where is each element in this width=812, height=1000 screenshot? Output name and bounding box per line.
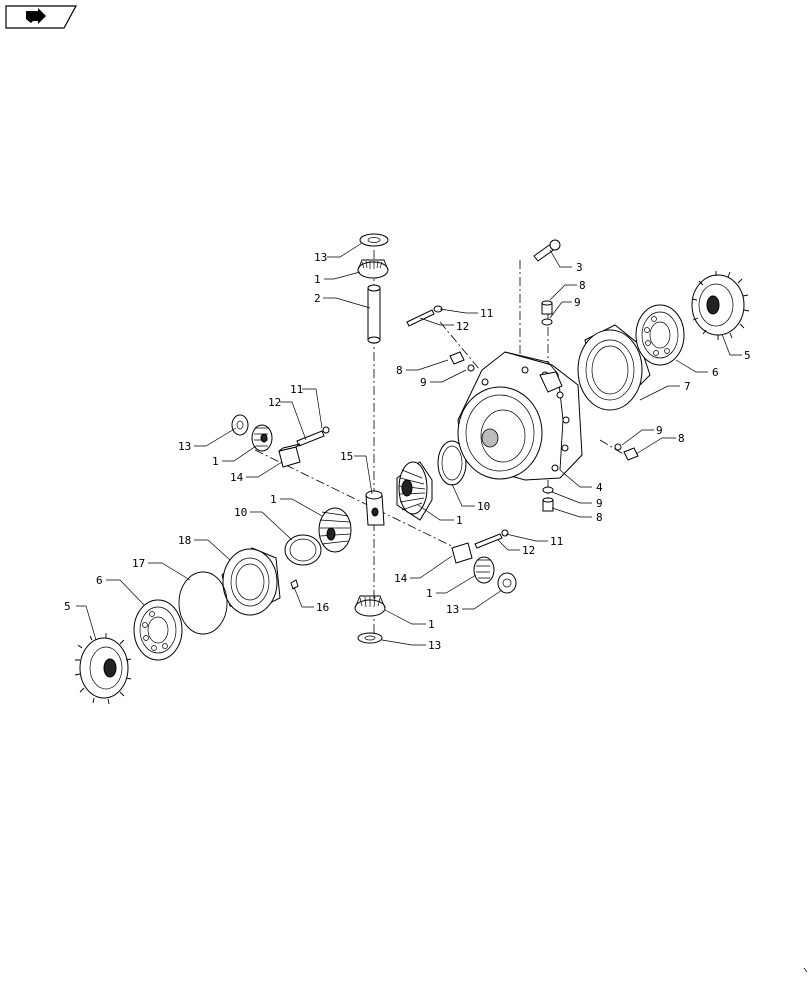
callout-15: 15 xyxy=(340,450,353,463)
callout-14-right: 14 xyxy=(394,572,408,585)
part-13-washer-top xyxy=(359,233,389,247)
next-page-tab[interactable] xyxy=(5,5,78,29)
part-9-washer-left xyxy=(467,364,475,372)
callout-5-left: 5 xyxy=(64,600,71,613)
part-1-side-gear-left xyxy=(318,507,352,553)
callout-3: 3 xyxy=(576,261,583,274)
part-12-pin-right xyxy=(474,533,503,549)
callout-9-top: 9 xyxy=(574,296,581,309)
part-4-differential-carrier xyxy=(457,351,583,481)
callout-9-left: 9 xyxy=(420,376,427,389)
part-3-bolt xyxy=(533,239,561,262)
callout-13-bottom: 13 xyxy=(428,639,441,652)
callout-12-upper: 12 xyxy=(456,320,469,333)
callout-11-left: 11 xyxy=(290,383,303,396)
callout-1-left: 1 xyxy=(212,455,219,468)
part-11-bolt-right xyxy=(501,529,509,537)
part-6-bearing-left xyxy=(133,599,183,661)
part-1-pinion-left xyxy=(251,424,273,452)
callout-7: 7 xyxy=(684,380,691,393)
part-16-dowel-pin xyxy=(290,579,299,590)
part-8-plug-top xyxy=(541,300,553,315)
part-13-washer-right xyxy=(497,572,517,594)
part-17-snap-ring xyxy=(178,571,228,635)
callout-1-top: 1 xyxy=(314,273,321,286)
part-8-plug-left xyxy=(449,351,465,365)
callout-8-left: 8 xyxy=(396,364,403,377)
callout-1-right: 1 xyxy=(426,587,433,600)
part-10-thrust-ring-right xyxy=(437,440,467,486)
callout-11-upper: 11 xyxy=(480,307,493,320)
part-9-washer-bottom xyxy=(542,486,554,494)
part-11-bolt-left xyxy=(322,426,330,434)
part-13-washer-bottom xyxy=(357,632,383,644)
corner-mark xyxy=(803,967,808,973)
leader-lines xyxy=(76,242,742,646)
part-2-cross-shaft xyxy=(367,284,381,344)
part-5-splined-hub-right xyxy=(691,271,750,340)
part-6-bearing-right xyxy=(635,304,685,366)
callout-11-right: 11 xyxy=(550,535,563,548)
callout-12-right: 12 xyxy=(522,544,535,557)
callout-9-right: 9 xyxy=(656,424,663,437)
callout-9-bottom: 9 xyxy=(596,497,603,510)
part-18-diff-housing-left xyxy=(221,547,281,616)
part-13-washer-left xyxy=(231,414,249,436)
part-1-side-gear-bottom xyxy=(354,595,386,617)
part-1-side-gear-top xyxy=(357,259,389,279)
part-7-cover-ring xyxy=(577,324,651,411)
callout-8-bottom: 8 xyxy=(596,511,603,524)
callout-1-bottom: 1 xyxy=(428,618,435,631)
part-5-splined-hub-left xyxy=(74,633,132,705)
callout-12-left: 12 xyxy=(268,396,281,409)
callout-labels: 13 1 2 11 12 11 12 13 1 14 15 1 10 1 10 … xyxy=(64,251,751,652)
callout-17: 17 xyxy=(132,557,145,570)
part-8-plug-bottom xyxy=(542,497,554,512)
part-1-pinion-right xyxy=(473,556,495,584)
callout-13-left: 13 xyxy=(178,440,191,453)
callout-13-right: 13 xyxy=(446,603,459,616)
part-12-pin-left xyxy=(296,430,325,447)
callout-6-left: 6 xyxy=(96,574,103,587)
callout-1-center: 1 xyxy=(456,514,463,527)
part-8-plug-right xyxy=(623,447,639,461)
callout-6-right: 6 xyxy=(712,366,719,379)
callout-4: 4 xyxy=(596,481,603,494)
callout-2: 2 xyxy=(314,292,321,305)
part-14-block-left xyxy=(278,443,301,468)
part-10-thrust-ring-left xyxy=(284,534,322,566)
part-14-block-right xyxy=(451,542,473,564)
callout-10-right: 10 xyxy=(477,500,490,513)
callout-8-top: 8 xyxy=(579,279,586,292)
callout-16: 16 xyxy=(316,601,329,614)
part-9-washer-top xyxy=(541,318,553,326)
callout-13-top: 13 xyxy=(314,251,327,264)
callout-14-left: 14 xyxy=(230,471,244,484)
callout-5-right: 5 xyxy=(744,349,751,362)
part-15-cross-block xyxy=(365,490,385,526)
callout-10-left: 10 xyxy=(234,506,247,519)
part-1-bevel-gear-center xyxy=(396,461,433,521)
arrow-right-icon xyxy=(26,8,46,24)
callout-18: 18 xyxy=(178,534,191,547)
part-9-washer-right xyxy=(614,443,622,451)
callout-1-gear-left: 1 xyxy=(270,493,277,506)
callout-8-right: 8 xyxy=(678,432,685,445)
